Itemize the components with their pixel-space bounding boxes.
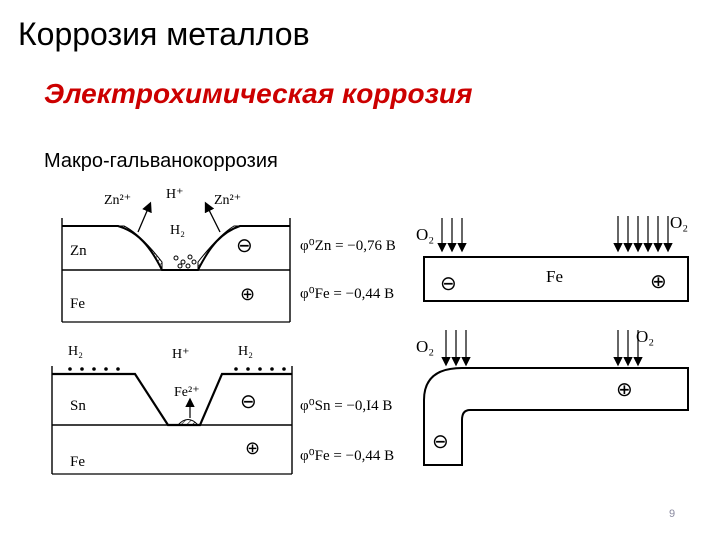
zn-fe-diagram: Zn²⁺ Zn²⁺ H⁺ H₂ Zn Fe ⊖ ⊕ (61, 187, 291, 323)
sn-fe-diagram: H₂ H⁺ H₂ Fe²⁺ Sn Fe ⊖ ⊕ (51, 344, 293, 475)
slide-subtitle: Электрохимическая коррозия (44, 78, 473, 109)
oxygen-right-label: O₂ (636, 327, 654, 346)
hydrogen-right-label: H₂ (238, 344, 253, 359)
aeration-bent-diagram: O₂ O₂ ⊕ ⊖ (416, 327, 689, 466)
proton-label: H⁺ (172, 347, 190, 362)
proton-label: H⁺ (166, 187, 184, 202)
phi-fe-label: φ⁰Fe = −0,44 B (300, 286, 394, 302)
oxygen-arrows-right (613, 216, 673, 253)
zn-ion-arrow-right (204, 201, 221, 233)
oxygen-arrows-left (437, 218, 467, 253)
section-heading: Макро-гальванокоррозия (44, 150, 278, 172)
fe-plate (423, 256, 689, 302)
plus-sign: ⊕ (650, 271, 667, 293)
minus-sign: ⊖ (240, 391, 257, 413)
oxygen-arrows-left (441, 330, 471, 367)
fe-label: Fe (70, 454, 85, 470)
fe-label: Fe (546, 267, 563, 286)
plus-sign: ⊕ (240, 284, 255, 304)
fe-label: Fe (70, 296, 85, 312)
hydrogen-left-label: H₂ (68, 344, 83, 359)
minus-sign: ⊖ (432, 431, 449, 453)
hydrogen-bubbles (173, 254, 197, 269)
zn-ion-left-label: Zn²⁺ (104, 193, 131, 208)
phi-fe-label: φ⁰Fe = −0,44 B (300, 448, 394, 464)
oxygen-left-label: O₂ (416, 337, 434, 356)
zn-corrosion-product-left (117, 225, 163, 271)
minus-sign: ⊖ (236, 235, 253, 257)
oxygen-right-label: O₂ (670, 213, 688, 232)
fe-corrosion-product (176, 419, 200, 426)
fe-bent-plate (423, 367, 689, 466)
zn-ion-right-label: Zn²⁺ (214, 193, 241, 208)
plus-sign: ⊕ (616, 379, 633, 401)
hydrogen-label: H₂ (170, 223, 185, 238)
zn-ion-arrow-left (137, 201, 152, 233)
aeration-plate-diagram: O₂ O₂ Fe ⊖ ⊕ (416, 213, 689, 302)
phi-sn-label: φ⁰Sn = −0,I4 B (300, 398, 392, 414)
zn-corrosion-product-right (197, 225, 241, 271)
zn-label: Zn (70, 243, 87, 259)
plus-sign: ⊕ (245, 438, 260, 458)
oxygen-left-label: O₂ (416, 225, 434, 244)
hydrogen-bubbles-surface (68, 367, 286, 371)
slide-title: Коррозия металлов (18, 16, 310, 52)
phi-zn-label: φ⁰Zn = −0,76 B (300, 238, 396, 254)
page-number: 9 (669, 508, 676, 520)
fe-ion-label: Fe²⁺ (174, 385, 200, 400)
oxygen-arrows-right (613, 330, 643, 367)
sn-label: Sn (70, 398, 86, 414)
minus-sign: ⊖ (440, 273, 457, 295)
